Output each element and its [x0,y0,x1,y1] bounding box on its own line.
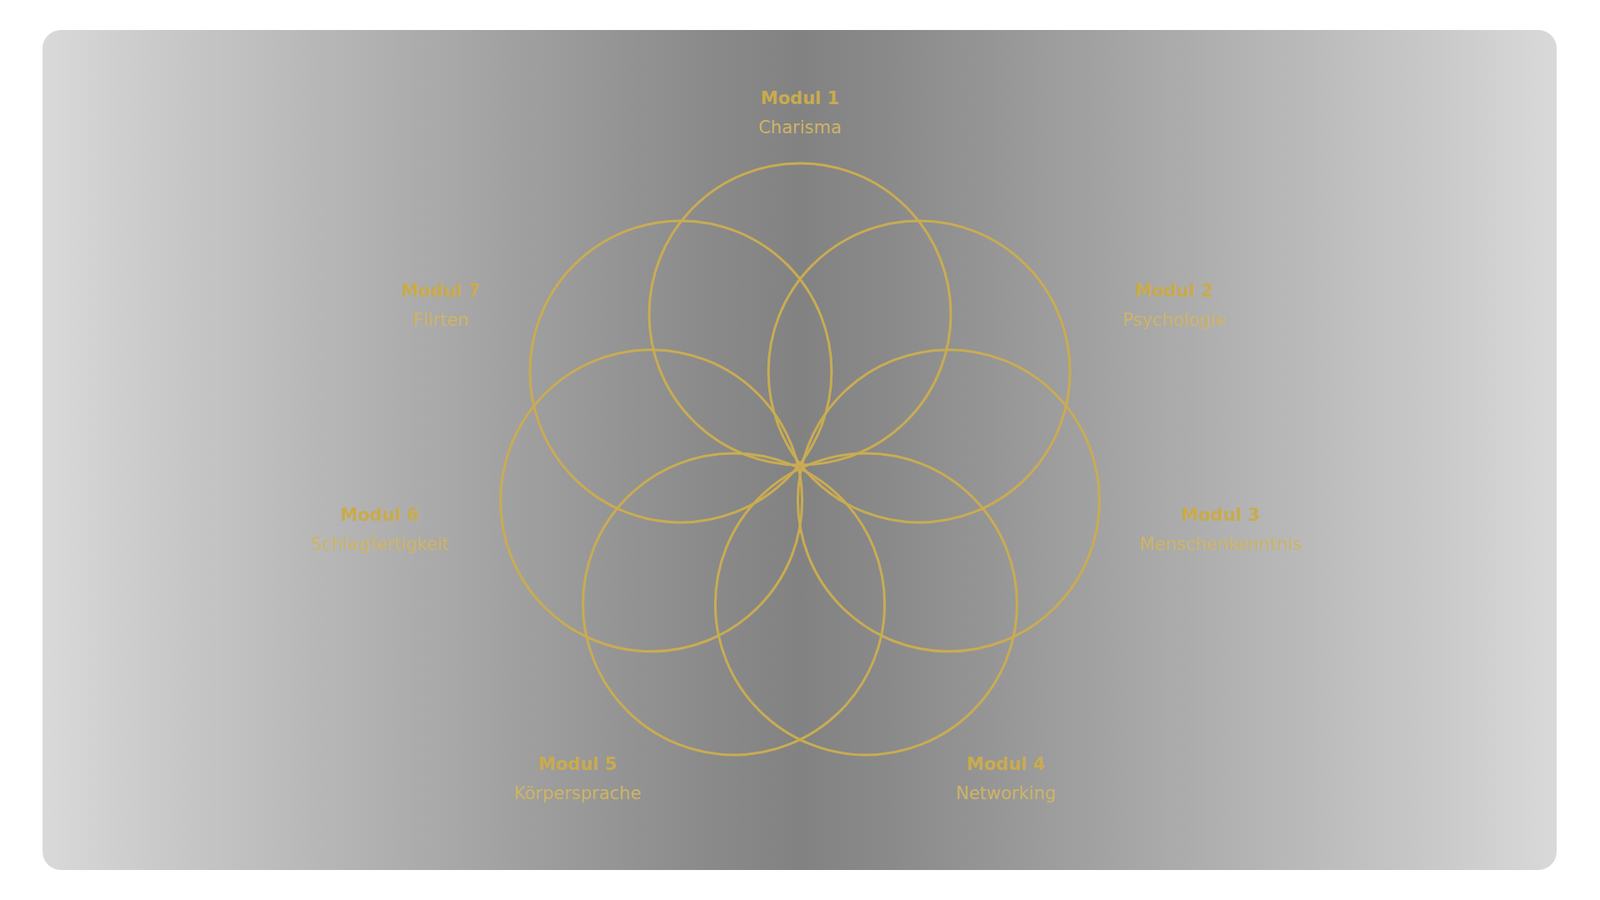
module-circle [583,453,885,755]
module-number: Modul 3 [1181,505,1260,525]
module-number: Modul 4 [966,754,1045,775]
module-circle [649,163,951,465]
module-title: Networking [955,783,1056,804]
module-number: Modul 5 [538,754,617,775]
module-number: Modul 6 [340,505,420,525]
module-number: Modul 1 [760,88,840,109]
module-title: Menschenkenntnis [1139,534,1303,555]
module-number: Modul 2 [1135,280,1214,301]
module-title: Körpersprache [514,783,642,804]
module-circle [530,220,832,523]
module-title: Psychologie [1122,310,1226,330]
module-number: Modul 7 [401,280,480,301]
background-card [42,30,1557,870]
module-title: Schlagfertigkeit [311,534,450,555]
module-title: Flirten [413,310,470,330]
module-title: Charisma [758,117,842,138]
